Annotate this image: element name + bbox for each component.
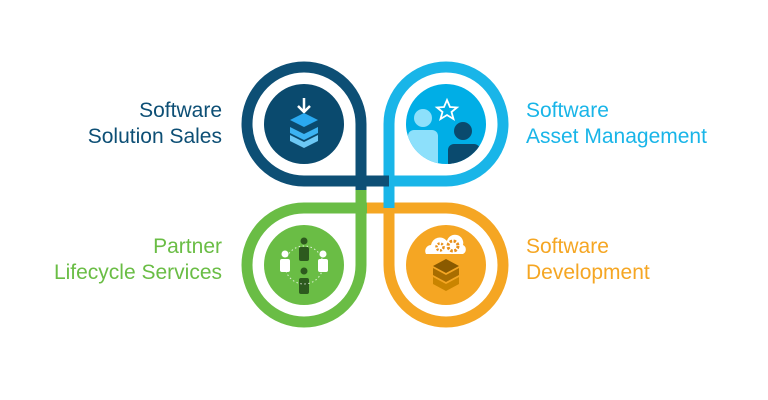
label-partner-lifecycle-services: Partner Lifecycle Services	[54, 234, 222, 286]
label-line: Solution Sales	[87, 125, 222, 148]
label-line: Development	[526, 261, 650, 284]
label-software-solution-sales: Software Solution Sales	[88, 98, 222, 150]
label-line: Partner	[153, 235, 222, 258]
label-line: Software	[139, 99, 222, 122]
label-line: Software	[526, 99, 609, 122]
label-line: Software	[526, 235, 609, 258]
label-software-development: Software Development	[526, 234, 650, 286]
cloud-gears-stack-icon	[406, 225, 486, 305]
loop-partner-lifecycle-services	[241, 181, 367, 328]
loop-software-development	[361, 181, 509, 328]
loop-software-solution-sales	[241, 61, 389, 190]
label-line: Asset Management	[526, 125, 707, 148]
people-network-icon	[264, 225, 344, 305]
label-software-asset-management: Software Asset Management	[526, 98, 707, 150]
label-line: Lifecycle Services	[53, 261, 222, 284]
loop-software-asset-management	[361, 61, 509, 208]
download-stack-icon	[264, 84, 344, 164]
users-star-icon	[406, 84, 486, 164]
